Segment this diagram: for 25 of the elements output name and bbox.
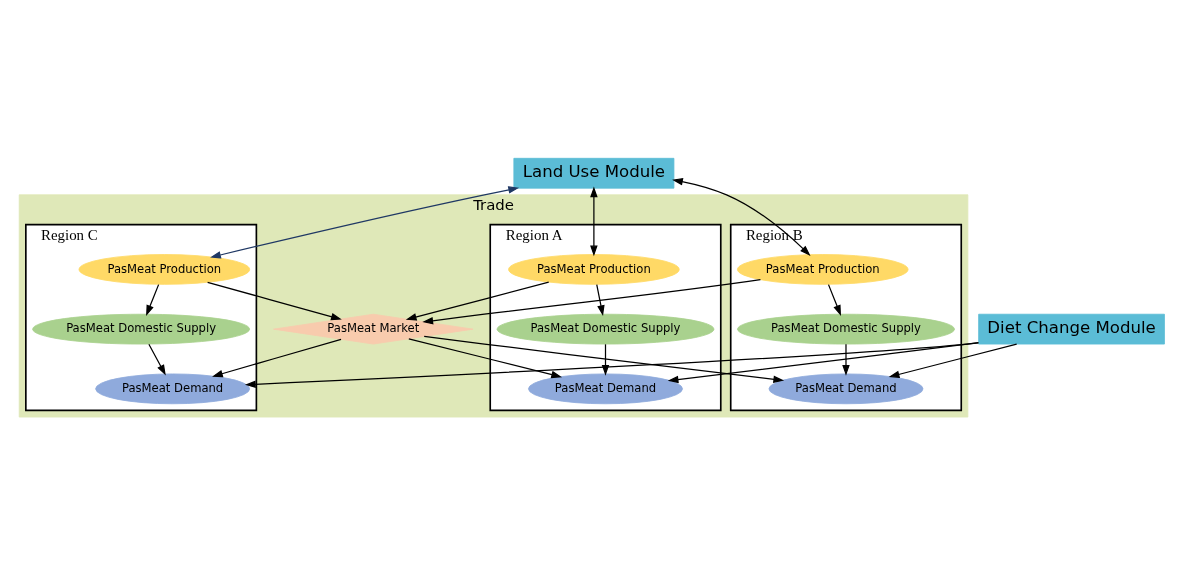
- node-ellipse: PasMeat Domestic Supply: [32, 313, 250, 344]
- arrow: [596, 283, 605, 316]
- node-ellipse: PasMeat Production: [508, 253, 680, 285]
- node-ellipse: PasMeat Production: [737, 253, 909, 285]
- arrow: [672, 177, 811, 256]
- arrow: [244, 341, 980, 388]
- node-box: Diet Change Module: [978, 313, 1165, 344]
- arrow: [423, 335, 785, 383]
- arrow: [888, 343, 1018, 378]
- arrow: [590, 186, 598, 256]
- arrow: [405, 281, 550, 321]
- arrow: [146, 283, 160, 316]
- node-ellipse: PasMeat Domestic Supply: [737, 313, 955, 344]
- arrow: [212, 338, 342, 377]
- node-box: Land Use Module: [513, 157, 675, 189]
- arrow: [210, 185, 520, 259]
- node-ellipse: PasMeat Production: [78, 253, 251, 285]
- node-ellipse: PasMeat Domestic Supply: [496, 313, 715, 344]
- arrow: [842, 343, 850, 376]
- arrow: [207, 281, 342, 320]
- arrow: [408, 337, 563, 378]
- arrow: [827, 283, 841, 316]
- node-ellipse: PasMeat Demand: [95, 373, 251, 404]
- arrow: [148, 343, 166, 375]
- arrow: [422, 278, 762, 324]
